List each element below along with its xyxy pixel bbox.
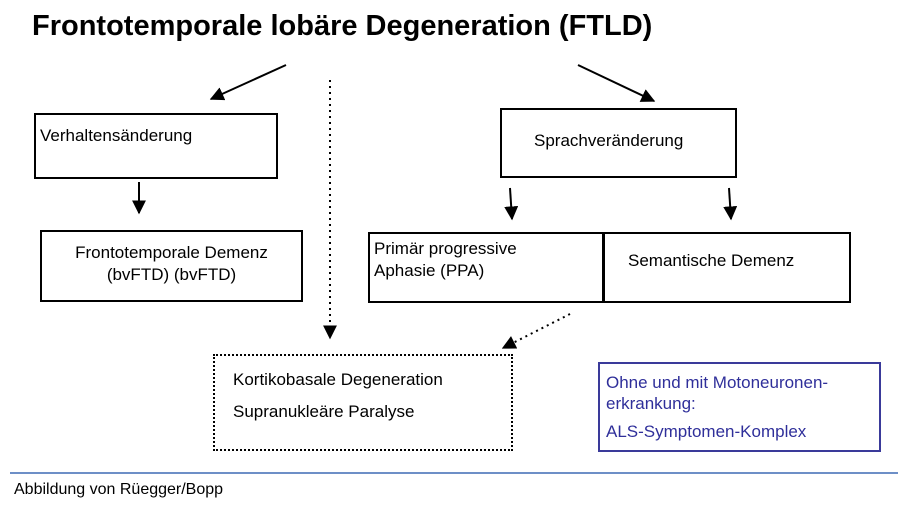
box-label-line2: erkrankung: <box>606 394 696 414</box>
box-label: Verhaltensänderung <box>40 126 193 145</box>
arrow-sprache-to-semantisch <box>723 187 738 221</box>
box-semantische-demenz: Semantische Demenz <box>603 232 851 303</box>
box-primaer-progressive-aphasie: Primär progressive Aphasie (PPA) <box>368 232 604 303</box>
box-label-line1: Ohne und mit Motoneuronen- <box>606 373 829 392</box>
page-title: Frontotemporale lobäre Degeneration (FTL… <box>32 10 653 42</box>
footer-divider <box>10 472 898 474</box>
box-label-line2: Supranukleäre Paralyse <box>233 402 415 422</box>
box-label-line1: Kortikobasale Degeneration <box>233 370 443 389</box>
arrow-to-sprache <box>577 64 656 102</box>
box-label-line3: ALS-Symptomen-Komplex <box>606 421 807 441</box>
box-kortikobasale-degeneration: Kortikobasale Degeneration Supranukleäre… <box>213 354 513 451</box>
box-label-line1: Frontotemporale Demenz <box>75 243 268 262</box>
box-label: Sprachveränderung <box>534 131 684 150</box>
arrow-sprache-to-ppa <box>504 187 519 221</box>
box-label-line1: Primär progressive <box>374 239 517 258</box>
dotted-arrow-ppa-to-kortiko <box>501 313 571 349</box>
box-label-line2: (bvFTD) (bvFTD) <box>106 265 237 285</box>
box-label-line2: Aphasie (PPA) <box>374 261 485 281</box>
box-sprachveraenderung: Sprachveränderung <box>500 108 737 178</box>
box-frontotemporale-demenz: Frontotemporale Demenz (bvFTD) (bvFTD) <box>40 230 303 302</box>
arrow-to-verhalten <box>209 64 287 101</box>
box-label: Semantische Demenz <box>628 251 795 270</box>
box-motoneuronenerkrankung: Ohne und mit Motoneuronen- erkrankung: A… <box>598 362 881 452</box>
figure-credit: Abbildung von Rüegger/Bopp <box>14 481 224 498</box>
box-verhaltensaenderung: Verhaltensänderung <box>34 113 278 179</box>
